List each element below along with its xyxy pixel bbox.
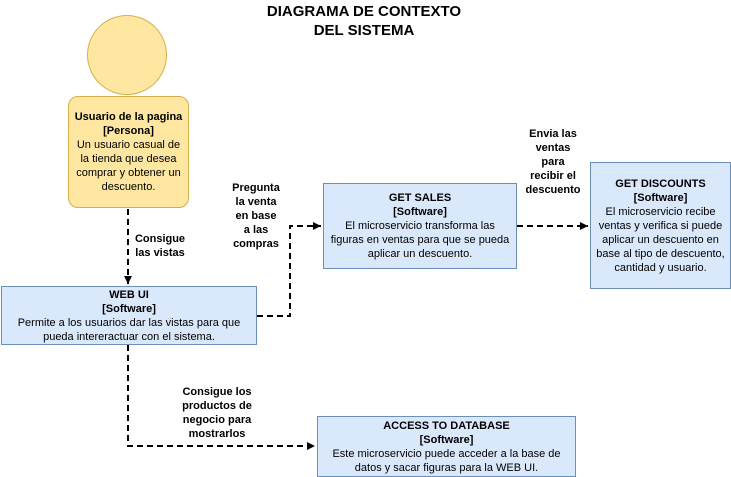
person-box: Usuario de la pagina [Persona] Un usuari… xyxy=(68,96,189,208)
label-line: a las xyxy=(243,224,269,236)
get-discounts-box: GET DISCOUNTS [Software] El microservici… xyxy=(590,162,731,289)
label-line: negocio para xyxy=(182,414,252,426)
get-discounts-name: GET DISCOUNTS xyxy=(615,177,706,190)
label-line: ventas xyxy=(535,142,571,154)
webui-name: WEB UI xyxy=(109,288,149,301)
label-consigue-productos: Consigue los productos de negocio para m… xyxy=(174,385,260,441)
label-line: Consigue los xyxy=(182,386,252,398)
label-line: Consigue xyxy=(134,233,186,245)
access-db-name: ACCESS TO DATABASE xyxy=(383,419,510,432)
person-name: Usuario de la pagina xyxy=(74,111,183,123)
diagram-title: DIAGRAMA DE CONTEXTO DEL SISTEMA xyxy=(214,2,514,40)
label-line: Envia las xyxy=(529,128,577,140)
title-line-1: DIAGRAMA DE CONTEXTO xyxy=(266,3,462,20)
get-discounts-kind: [Software] xyxy=(633,191,688,204)
access-db-box: ACCESS TO DATABASE [Software] Este micro… xyxy=(317,416,576,477)
label-line: productos de xyxy=(182,400,252,412)
title-line-2: DEL SISTEMA xyxy=(313,22,415,39)
get-sales-kind: [Software] xyxy=(393,206,447,218)
label-line: descuento xyxy=(525,184,581,196)
connector-webui-to-access xyxy=(127,345,315,450)
label-line: mostrarlos xyxy=(188,428,246,440)
access-db-description: Este microservicio puede acceder a la ba… xyxy=(332,447,561,474)
get-sales-box: GET SALES [Software] El microservicio tr… xyxy=(323,183,517,269)
label-pregunta-venta: Pregunta la venta en base a las compras xyxy=(227,181,285,251)
label-envia-ventas: Envia las ventas para recibir el descuen… xyxy=(520,127,586,197)
person-kind: [Persona] xyxy=(103,125,154,137)
label-line: recibir el xyxy=(530,170,576,182)
webui-box: WEB UI [Software] Permite a los usuarios… xyxy=(1,286,257,345)
person-description: Un usuario casual de la tienda que desea… xyxy=(76,139,181,193)
label-line: para xyxy=(541,156,565,168)
get-discounts-description: El microservicio recibe ventas y verific… xyxy=(596,205,725,274)
label-consigue-vistas: Consigue las vistas xyxy=(131,232,189,260)
webui-kind: [Software] xyxy=(102,302,156,315)
get-sales-description: El microservicio transforma las figuras … xyxy=(330,220,510,260)
label-line: en base xyxy=(235,210,277,222)
label-line: Pregunta xyxy=(232,182,280,194)
person-head-icon xyxy=(87,15,167,95)
get-sales-name: GET SALES xyxy=(388,192,452,204)
access-db-kind: [Software] xyxy=(419,433,474,446)
label-line: compras xyxy=(233,238,279,250)
webui-description: Permite a los usuarios dar las vistas pa… xyxy=(17,316,241,343)
label-line: la venta xyxy=(235,196,277,208)
label-line: las vistas xyxy=(135,247,185,259)
